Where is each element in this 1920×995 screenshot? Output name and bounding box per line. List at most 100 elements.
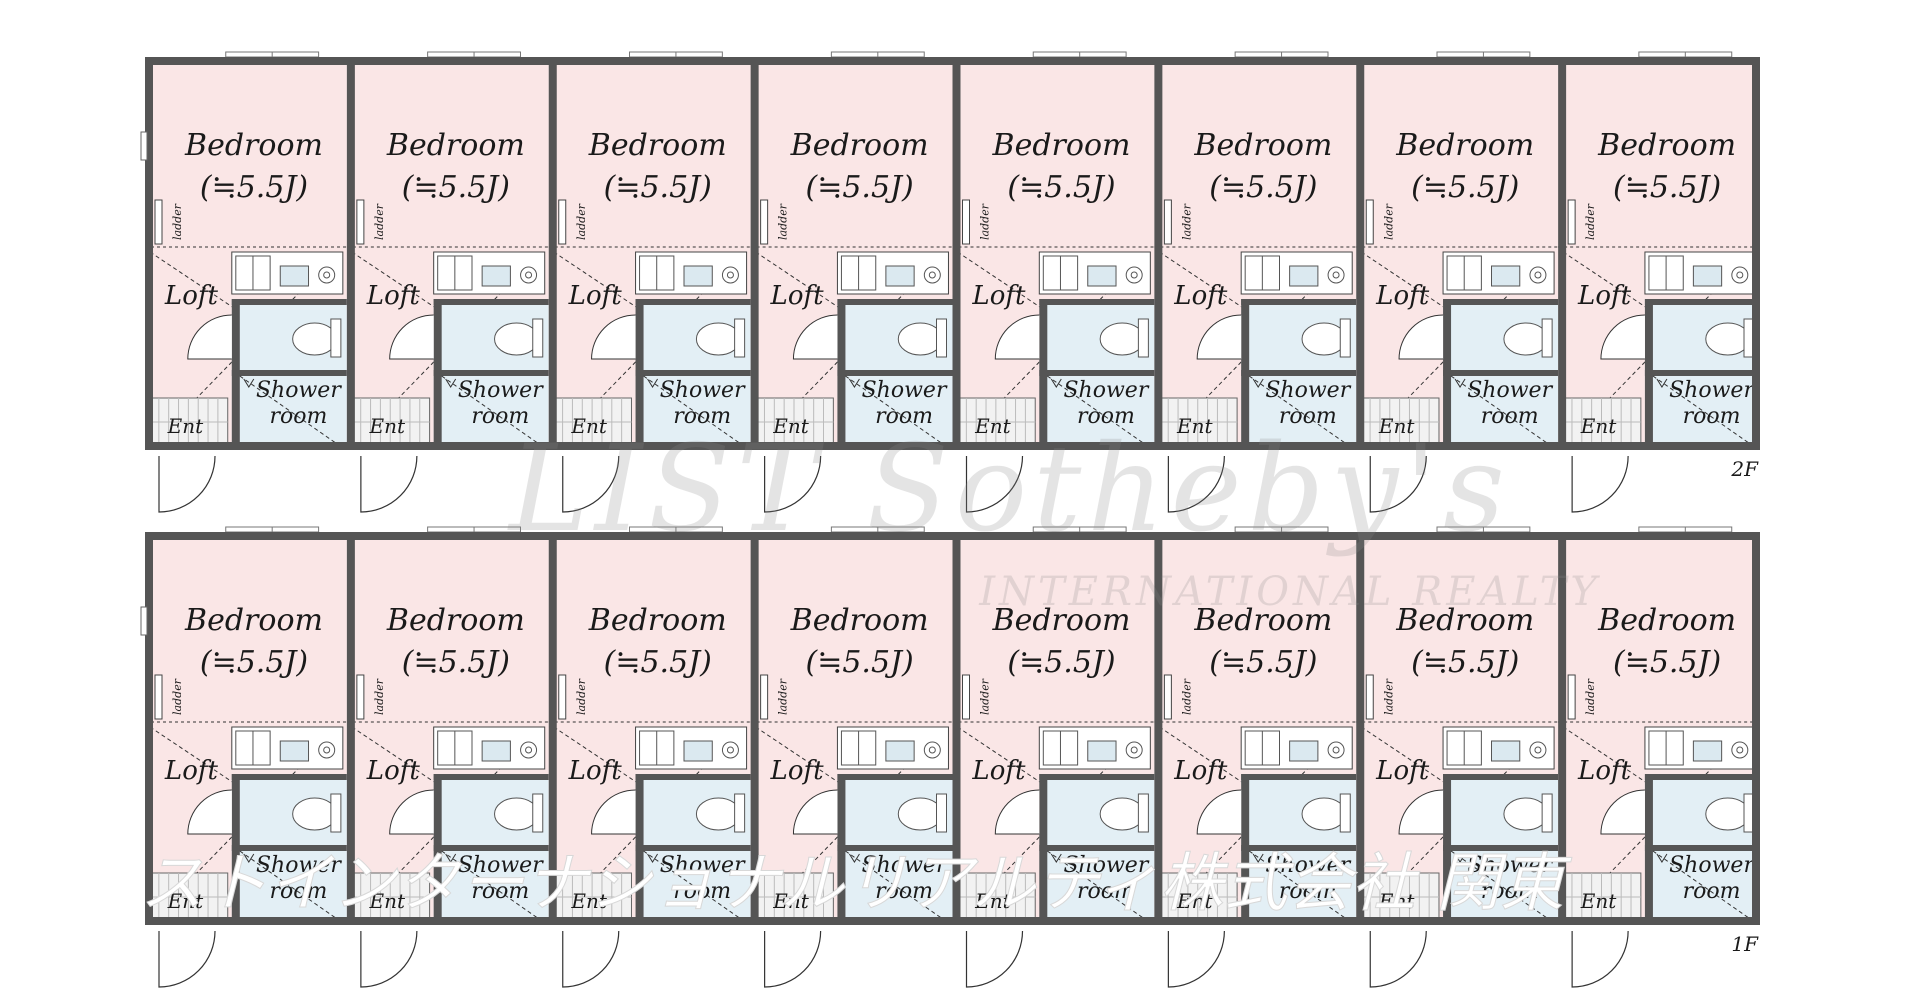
unit-wall — [1558, 532, 1567, 925]
wet-wall — [1443, 299, 1559, 305]
bedroom-size-label: (≒5.5J) — [604, 645, 712, 680]
outer-wall-right — [1752, 532, 1760, 925]
toilet — [1705, 322, 1751, 356]
ladder — [962, 674, 970, 720]
shower-label: Shower — [458, 853, 544, 878]
entrance-door — [158, 930, 216, 988]
entrance-label: Ent — [167, 889, 204, 913]
toilet-tank — [1339, 318, 1351, 358]
outer-wall-left — [145, 57, 153, 450]
shower-room-label: room — [1077, 879, 1135, 904]
stove-burner — [721, 266, 739, 284]
shower-label: Shower — [1669, 853, 1755, 878]
wet-wall — [231, 299, 347, 305]
shower-room-label: room — [269, 404, 327, 429]
shower-room-label: room — [269, 879, 327, 904]
bedroom-label: Bedroom — [1395, 603, 1534, 638]
wet-wall — [635, 299, 751, 305]
shower-room-label: room — [875, 404, 933, 429]
toilet — [897, 322, 943, 356]
bedroom-label: Bedroom — [386, 603, 525, 638]
entrance-door — [562, 455, 620, 513]
shower-room-label: room — [673, 404, 731, 429]
toilet — [1301, 322, 1347, 356]
shower-room-label: room — [1683, 404, 1741, 429]
wet-wall — [231, 774, 347, 780]
sink — [885, 740, 915, 762]
side-window — [140, 606, 148, 636]
ladder-label: ladder — [777, 203, 790, 240]
shower-room-label: room — [1683, 879, 1741, 904]
sink — [1289, 740, 1319, 762]
shower-room-label: room — [1279, 879, 1337, 904]
bedroom-size-label: (≒5.5J) — [604, 170, 712, 205]
outer-wall-top — [145, 532, 1760, 540]
loft-label: Loft — [366, 756, 421, 786]
door-swing — [1600, 314, 1645, 360]
loft-label: Loft — [1375, 756, 1430, 786]
sink — [481, 740, 511, 762]
ladder — [1567, 674, 1576, 720]
stove-burner-inner — [525, 271, 533, 279]
ladder — [558, 199, 567, 245]
shower-drain-mark — [647, 378, 658, 388]
sink — [1692, 740, 1723, 762]
loft-label: Loft — [568, 281, 623, 311]
stove-burner — [1731, 741, 1749, 759]
ladder-label: ladder — [575, 203, 588, 240]
shower-drain-mark — [243, 853, 255, 863]
shower-drain-mark — [849, 853, 860, 863]
bedroom-size-label: (≒5.5J) — [805, 170, 913, 205]
ladder-label: ladder — [171, 678, 184, 715]
door-swing — [994, 789, 1040, 835]
ladder — [1567, 199, 1576, 245]
ladder-label: ladder — [1180, 203, 1193, 240]
shower-drain-mark — [1454, 378, 1466, 388]
ladder-label: ladder — [777, 678, 790, 715]
toilet-tank — [734, 318, 746, 358]
shower-label: Shower — [256, 853, 342, 878]
toilet-tank — [1339, 793, 1351, 833]
toilet-tank — [1137, 793, 1149, 833]
stove-burner-inner — [1332, 271, 1340, 279]
wet-wall — [433, 774, 549, 780]
shower-drain-mark — [243, 378, 255, 388]
sink — [1289, 265, 1319, 287]
ladder-label: ladder — [979, 203, 992, 240]
shower-drain-mark — [445, 378, 457, 388]
bedroom-label: Bedroom — [1193, 603, 1332, 638]
entrance-door — [1167, 930, 1225, 988]
entrance-label: Ent — [772, 889, 809, 913]
entrance-door — [360, 930, 418, 988]
loft-label: Loft — [1577, 756, 1632, 786]
bedroom-size-label: (≒5.5J) — [1007, 645, 1115, 680]
wet-wall — [635, 845, 751, 851]
loft-label: Loft — [1375, 281, 1430, 311]
toilet-tank — [734, 793, 746, 833]
stove-burner-inner — [323, 271, 331, 279]
stove-burner-inner — [323, 746, 331, 754]
door-swing — [1398, 789, 1444, 835]
shower-room-label: room — [673, 879, 731, 904]
wet-wall — [1443, 845, 1559, 851]
sink — [1087, 740, 1117, 762]
entrance-label: Ent — [1580, 889, 1617, 913]
wet-wall — [635, 370, 751, 376]
loft-label: Loft — [770, 756, 825, 786]
outer-wall-right — [1752, 57, 1760, 450]
wet-wall — [1443, 370, 1559, 376]
shower-label: Shower — [660, 378, 746, 403]
entrance-door — [360, 455, 418, 513]
shower-drain-mark — [849, 378, 860, 388]
floor-1f: ladderBedroom(≒5.5J)LoftEntShowerroomlad… — [140, 526, 1760, 988]
loft-label: Loft — [366, 281, 421, 311]
stove-burner — [520, 741, 538, 759]
stove-burner — [318, 266, 336, 284]
toilet — [494, 797, 540, 831]
